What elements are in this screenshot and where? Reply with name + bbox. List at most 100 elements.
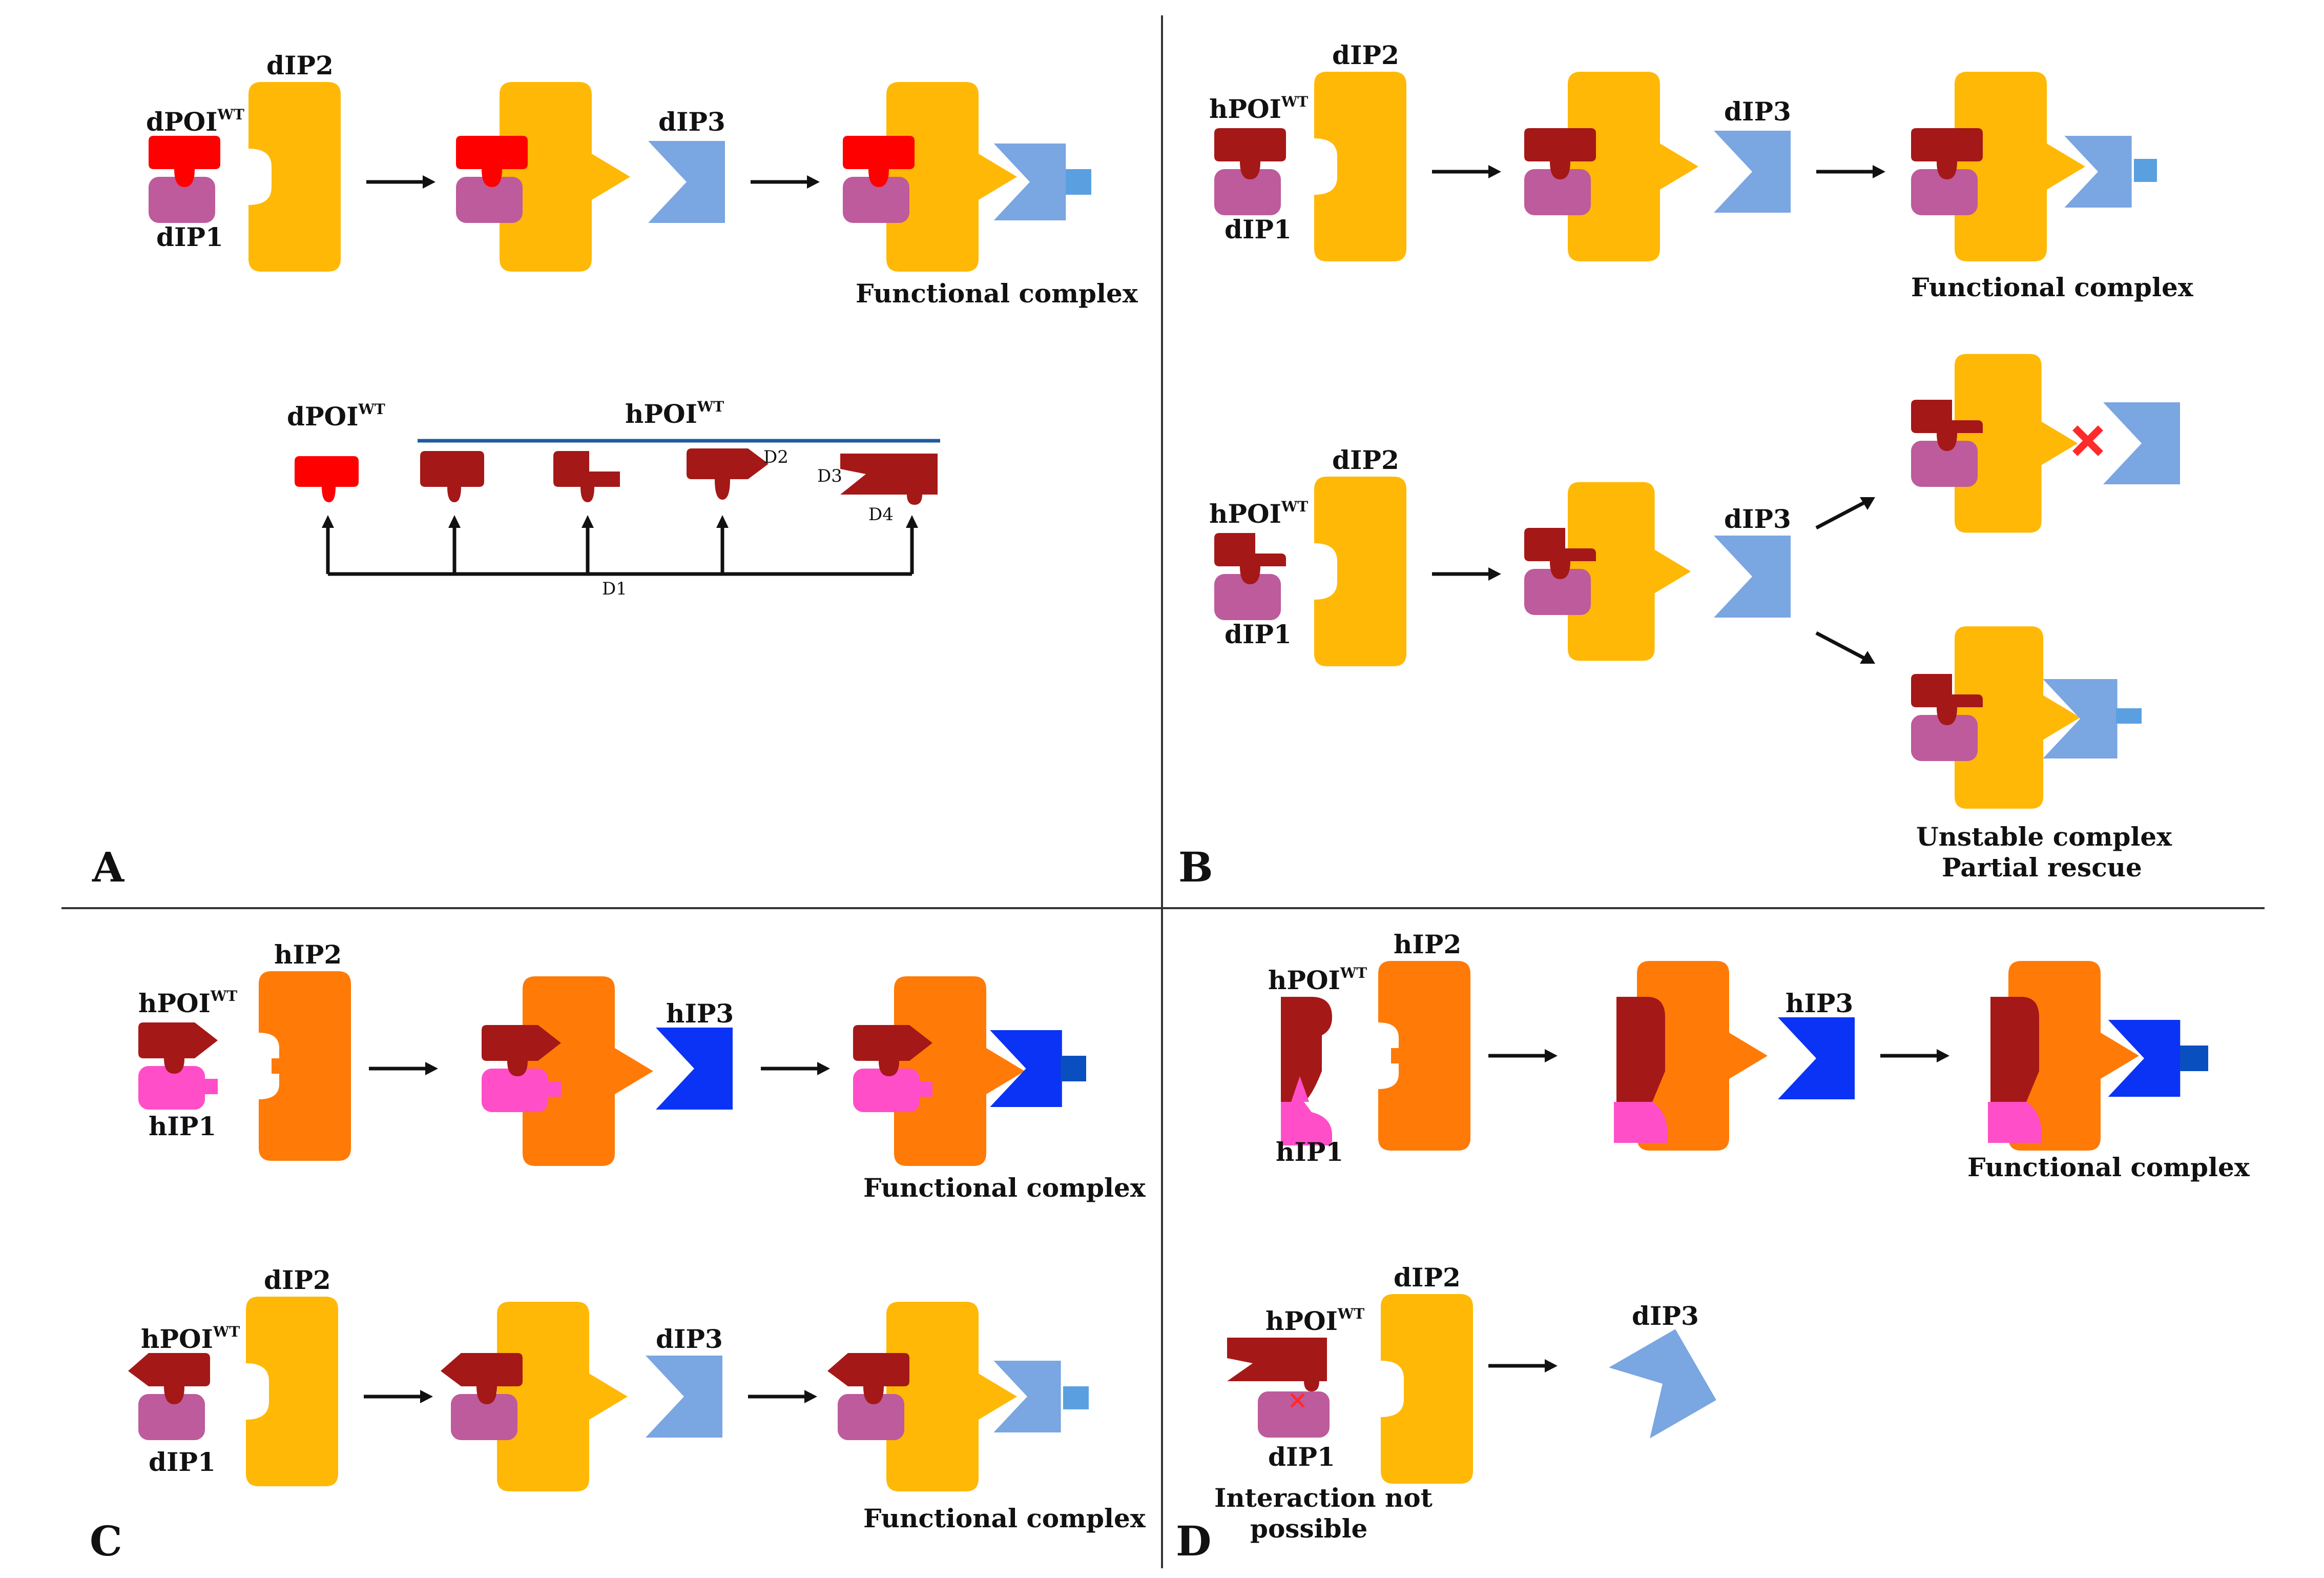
hip3-shape [656, 1028, 733, 1110]
legend-d1-bracket [322, 515, 918, 576]
arrow-b4-up [1815, 500, 1866, 530]
label-hpoi-wt-d2: hPOIWT [1265, 1305, 1364, 1336]
red-x-icon [2072, 425, 2103, 456]
dip2-complex-c2 [886, 1302, 1017, 1491]
legend-hpoi-shape-2 [553, 451, 620, 502]
label-hpoi-wt-c1: hPOIWT [138, 988, 237, 1018]
label-dip3-bottom: dIP3 [1724, 504, 1791, 534]
legend-d4: D4 [868, 504, 894, 525]
dip2-complex-top [1955, 72, 2085, 261]
hpoi-dip1-complex-top [1214, 128, 1286, 215]
arrow-b5-down [1815, 631, 1866, 661]
small-x-icon [1290, 1393, 1305, 1408]
dip2-shape-c2 [246, 1297, 338, 1486]
legend-d3: D3 [817, 466, 842, 486]
hpoi-left-bound [441, 1353, 523, 1440]
label-dip1-bottom: dIP1 [1225, 619, 1292, 649]
dip2-shape-bottom [1314, 477, 1406, 666]
legend-hpoi-shape-3 [687, 448, 769, 500]
legend-d1: D1 [602, 579, 627, 599]
label-dip3-c2: dIP3 [656, 1324, 723, 1354]
label-hpoi-wt-d1: hPOIWT [1268, 965, 1367, 995]
dip2-activated-c2 [497, 1302, 628, 1491]
dip2-complex [886, 82, 1017, 272]
caption-no-interaction-2: possible [1250, 1513, 1367, 1544]
label-hip2: hIP2 [274, 939, 342, 970]
hip3-shape-d [1778, 1017, 1855, 1099]
caption-partial-rescue: Partial rescue [1942, 852, 2142, 883]
hpoi-dip1-bound-top [1524, 128, 1596, 215]
dip3-tab-c2 [1063, 1386, 1089, 1409]
label-hip3-d: hIP3 [1786, 988, 1853, 1018]
dpoi-dip1-complex [149, 136, 220, 223]
legend-hpoi-shape-4 [840, 454, 938, 505]
panel-letter-c: C [90, 1517, 122, 1565]
caption-functional-complex: Functional complex [856, 278, 1138, 309]
dip3-shape-bottom [1714, 536, 1791, 618]
hpoi-hip1-final-d [1988, 997, 2042, 1143]
label-hpoi-wt-top: hPOIWT [1209, 93, 1308, 124]
hip3-tab-d [2180, 1046, 2208, 1071]
panel-letter-b: B [1178, 843, 1213, 891]
hip2-shape-d [1378, 961, 1470, 1151]
hip3-tab [1061, 1056, 1086, 1081]
label-hip2-d: hIP2 [1394, 929, 1461, 959]
hpoi-dip1-complex-final-top [1911, 128, 1983, 215]
hpoi-d1-dip1-complex [1214, 533, 1286, 620]
dip3-shape-c2 [646, 1356, 722, 1438]
label-dip2-top: dIP2 [1332, 40, 1399, 70]
hpoi-hip1-complex [138, 1022, 218, 1110]
caption-functional-c1: Functional complex [863, 1173, 1146, 1203]
hip2-shape [259, 971, 351, 1161]
hpoi-dip1-no-interaction [1227, 1338, 1330, 1438]
dip3-tilted [1609, 1329, 1716, 1439]
label-dip1-c2: dIP1 [149, 1447, 216, 1477]
panel-letter-d: D [1176, 1517, 1211, 1565]
panel-b: dIP2 hPOIWT dIP1 dIP3 Functional complex… [1178, 40, 2194, 891]
label-dip3-top: dIP3 [1724, 96, 1791, 127]
label-dip1-top: dIP1 [1225, 214, 1292, 244]
hpoi-hip1-vertical-complex [1281, 997, 1332, 1145]
panel-c: hIP2 hPOIWT hIP1 hIP3 Functional complex… [90, 939, 1146, 1565]
hpoi-left-final [827, 1353, 909, 1440]
label-dpoi-wt: dPOIWT [146, 106, 244, 137]
label-dip1-d2: dIP1 [1268, 1442, 1335, 1472]
label-dip3: dIP3 [658, 107, 725, 137]
panel-d: hIP2 hPOIWT hIP1 hIP3 Functional complex… [1176, 929, 2250, 1565]
dip3-unbound [2103, 402, 2180, 484]
dip2-shape [248, 82, 341, 272]
dip2-activated-top [1568, 72, 1698, 261]
label-hpoi-wt-bottom: hPOIWT [1209, 498, 1308, 529]
label-hip1: hIP1 [149, 1111, 216, 1141]
dpoi-dip1-bound [456, 136, 528, 223]
panel-letter-a: A [92, 843, 125, 891]
arrowhead-2 [807, 175, 820, 189]
caption-functional-c2: Functional complex [863, 1503, 1146, 1533]
dip3-tab [1066, 169, 1091, 195]
legend-hpoi-wt: hPOIWT [625, 398, 724, 429]
label-dip1: dIP1 [156, 222, 223, 252]
label-dip2: dIP2 [266, 50, 334, 80]
label-dip2-c2: dIP2 [264, 1265, 331, 1295]
legend-d2: D2 [763, 447, 789, 467]
hpoi-hip1-bound-d [1614, 997, 1668, 1143]
label-hip3: hIP3 [666, 998, 734, 1029]
label-dip2-d2: dIP2 [1394, 1262, 1461, 1293]
label-hip1-d: hIP1 [1276, 1137, 1343, 1167]
caption-no-interaction-1: Interaction not [1214, 1483, 1433, 1513]
dip3-shape [648, 141, 725, 223]
dip2-shape-top [1314, 72, 1406, 261]
dip3-shape-top [1714, 131, 1791, 213]
dip3-tab-partial [2116, 708, 2142, 724]
dpoi-dip1-complex-final [843, 136, 915, 223]
panel-a: dIP2 dPOIWT dIP1 dIP3 Functional complex… [92, 50, 1138, 891]
label-dip3-d2: dIP3 [1632, 1301, 1699, 1331]
label-dip2-bottom: dIP2 [1332, 445, 1399, 475]
caption-functional-complex-b: Functional complex [1911, 272, 2194, 302]
legend-hpoi-shape-1 [420, 451, 484, 502]
dip2-shape-d2 [1381, 1294, 1473, 1484]
hpoi-left-dip1-complex [128, 1353, 210, 1440]
label-hpoi-wt-c2: hPOIWT [141, 1323, 240, 1354]
arrowhead-1 [423, 175, 435, 189]
